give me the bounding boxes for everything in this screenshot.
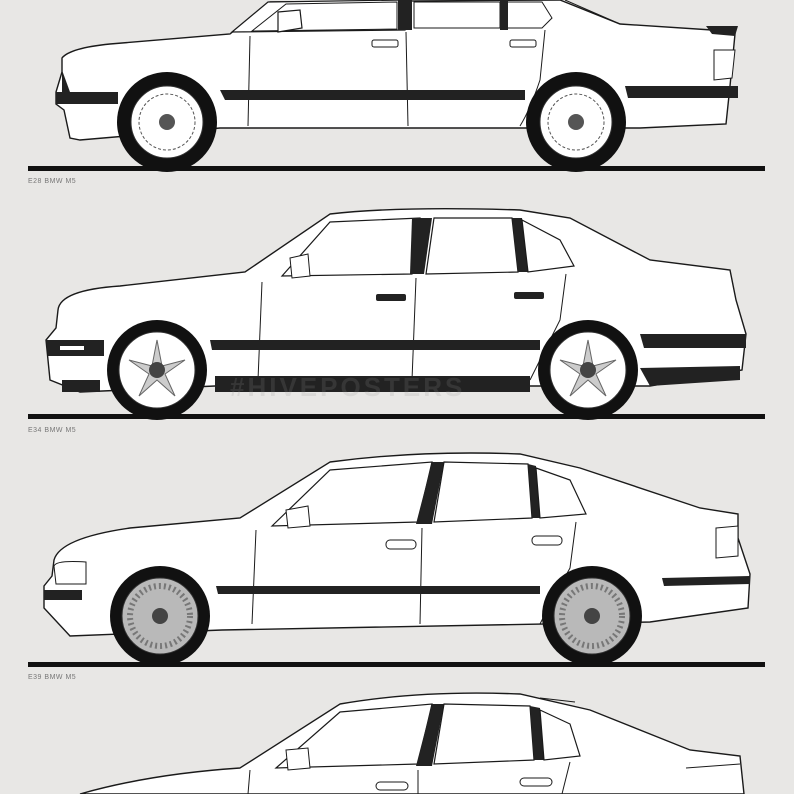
e39-illustration: [43, 452, 751, 666]
e28-ground-line: [28, 166, 765, 171]
watermark: #HIVEPOSTERS: [230, 372, 466, 402]
e39-caption: E39 BMW M5: [28, 674, 77, 681]
e28-rear-wheel: [526, 72, 626, 172]
e34-caption: E34 BMW M5: [28, 427, 77, 434]
e34-front-wheel: [107, 320, 207, 420]
e34-illustration: [45, 207, 747, 420]
e28-illustration: [55, 0, 738, 172]
e28-front-wheel: [117, 72, 217, 172]
car-e34: E34 BMW M5: [0, 200, 794, 440]
e28-caption: E28 BMW M5: [28, 178, 77, 185]
e60-illustration: [79, 692, 745, 794]
e39-front-wheel: [110, 566, 210, 666]
car-e60: [0, 690, 794, 794]
e39-rear-wheel: [542, 566, 642, 666]
e34-rear-wheel: [538, 320, 638, 420]
car-e28: E28 BMW M5: [0, 0, 794, 190]
e39-ground-line: [28, 662, 765, 667]
e34-ground-line: [28, 414, 765, 419]
car-e39: E39 BMW M5: [0, 448, 794, 688]
